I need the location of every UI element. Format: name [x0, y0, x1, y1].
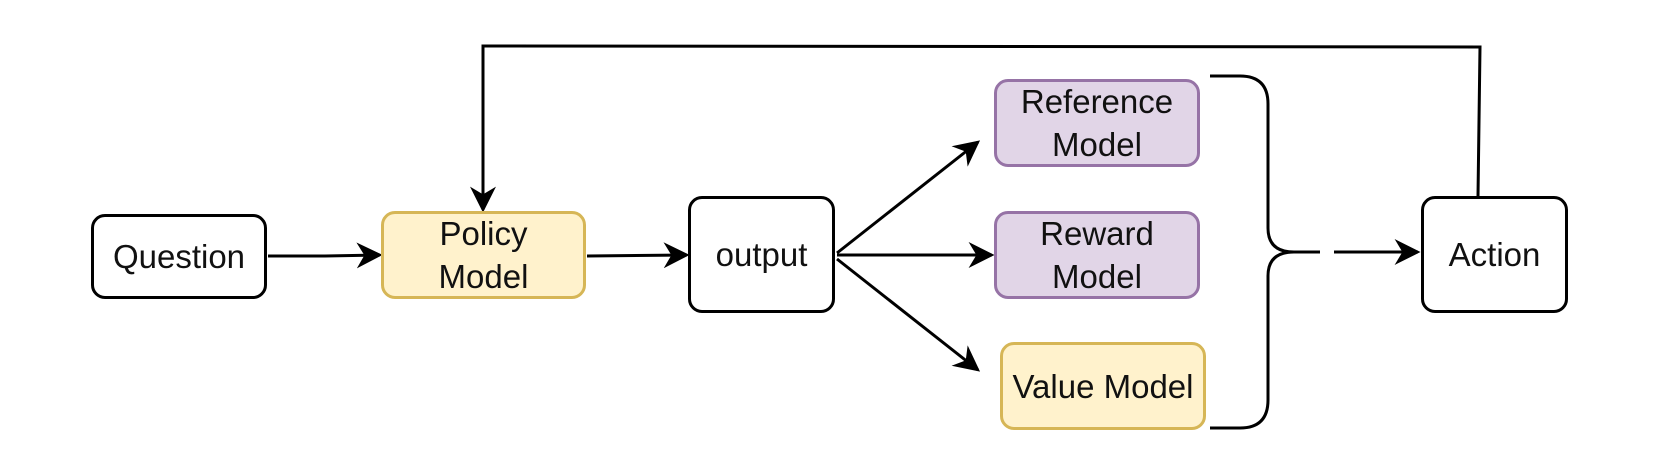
node-value-model-label: Value Model	[1012, 367, 1194, 405]
node-policy-model-label: Policy Model	[438, 215, 529, 295]
node-action: Action	[1421, 196, 1568, 313]
edge-output-to-value	[836, 257, 981, 372]
edge-question-to-policy	[268, 242, 383, 269]
node-reward-model-label: Reward Model	[1040, 215, 1154, 295]
edge-policy-to-output	[586, 242, 690, 269]
node-reference-model: Reference Model	[994, 79, 1200, 167]
edge-action-to-policy-feedback	[470, 44, 1482, 213]
node-output-label: output	[715, 236, 808, 273]
node-action-label: Action	[1448, 236, 1541, 273]
node-policy-model: Policy Model	[381, 211, 586, 299]
node-reference-model-label: Reference Model	[1020, 83, 1174, 163]
node-reward-model: Reward Model	[994, 211, 1200, 299]
node-value-model: Value Model	[1000, 342, 1206, 430]
node-question-label: Question	[112, 238, 246, 275]
edge-output-to-reference	[836, 140, 981, 255]
node-output: output	[688, 196, 835, 313]
node-question: Question	[91, 214, 267, 299]
group-brace	[1210, 74, 1320, 430]
